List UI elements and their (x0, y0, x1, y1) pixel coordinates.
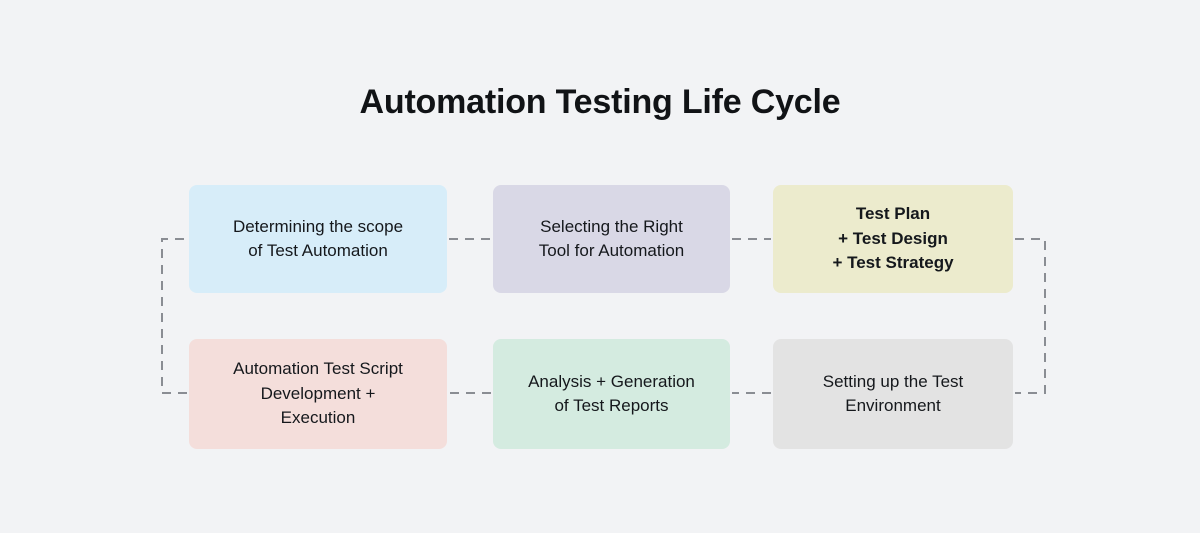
stage-label-scope: Determining the scope of Test Automation (232, 216, 404, 260)
stage-box-analysis[interactable]: Analysis + Generation of Test Reports (493, 339, 730, 449)
connector-script-to-scope (161, 238, 187, 394)
stage-box-plan[interactable]: Test Plan + Test Design + Test Strategy (773, 185, 1013, 293)
stage-label-script: Automation Test Script Development + Exe… (233, 359, 403, 428)
stage-box-script[interactable]: Automation Test Script Development + Exe… (189, 339, 447, 449)
stage-box-tool[interactable]: Selecting the Right Tool for Automation (493, 185, 730, 293)
page-title: Automation Testing Life Cycle (359, 83, 841, 121)
stage-box-environment[interactable]: Setting up the Test Environment (773, 339, 1013, 449)
stage-label-environment: Setting up the Test Environment (822, 371, 964, 415)
stage-label-analysis: Analysis + Generation of Test Reports (528, 371, 695, 415)
stage-box-scope[interactable]: Determining the scope of Test Automation (189, 185, 447, 293)
stage-label-plan: Test Plan + Test Design + Test Strategy (832, 204, 954, 273)
connector-plan-to-environment (1015, 238, 1046, 394)
stage-label-tool: Selecting the Right Tool for Automation (538, 216, 685, 260)
